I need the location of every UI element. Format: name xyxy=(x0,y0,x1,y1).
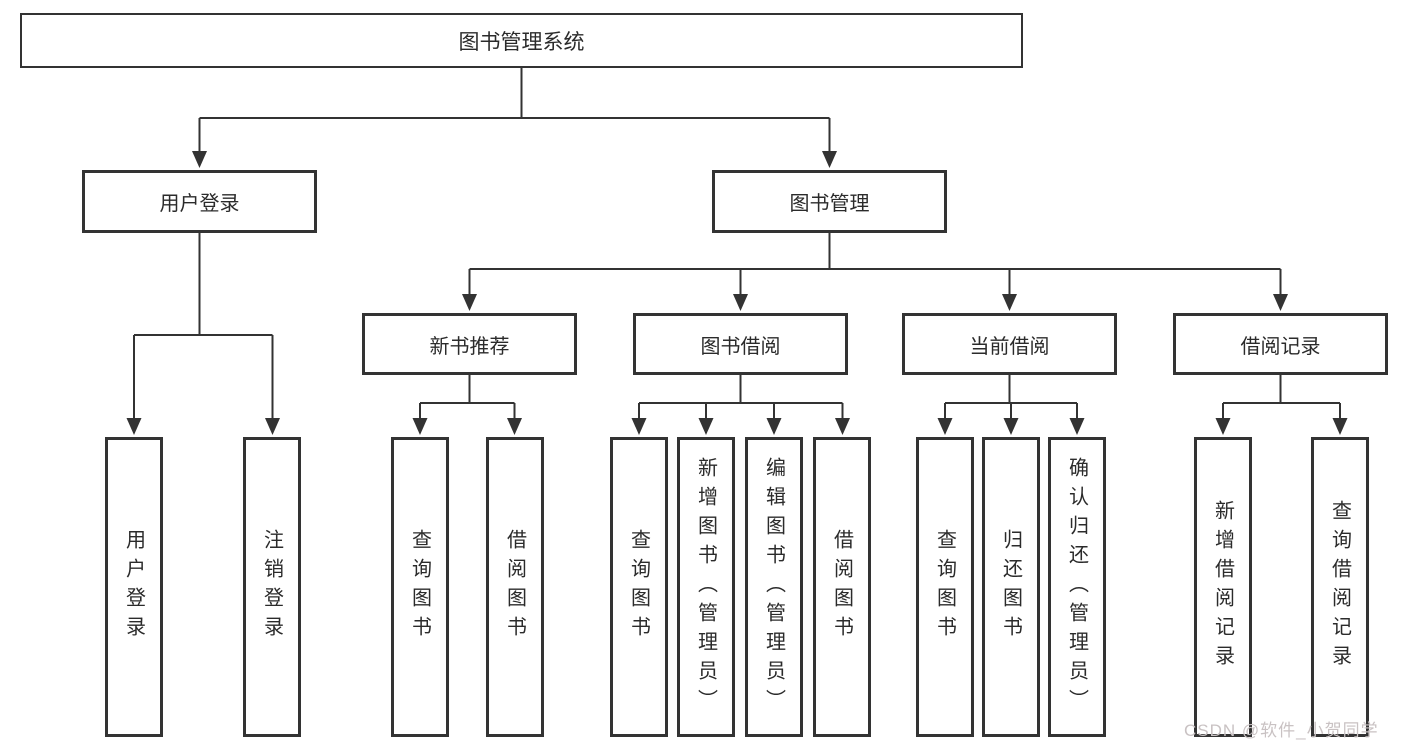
node-book-borrow: 图书借阅 xyxy=(633,313,848,375)
leaf-query-borrow-record: 查询借阅记录 xyxy=(1311,437,1369,737)
node-current-borrow: 当前借阅 xyxy=(902,313,1117,375)
leaf-borrow-book: 借阅图书 xyxy=(813,437,871,737)
connector-user-login-branch xyxy=(126,233,280,435)
connector-book-mgmt-branch xyxy=(462,233,1288,311)
connector-current-borrow-branch xyxy=(937,375,1085,435)
leaf-confirm-return-admin: 确认归还（管理员） xyxy=(1048,437,1106,737)
leaf-add-borrow-record: 新增借阅记录 xyxy=(1194,437,1252,737)
connector-root-branch xyxy=(192,68,837,168)
node-book-management: 图书管理 xyxy=(712,170,947,233)
leaf-logout: 注销登录 xyxy=(243,437,301,737)
leaf-user-login: 用户登录 xyxy=(105,437,163,737)
node-new-book-recommend: 新书推荐 xyxy=(362,313,577,375)
connector-new-book-branch xyxy=(412,375,522,435)
node-borrow-record: 借阅记录 xyxy=(1173,313,1388,375)
leaf-add-book-admin: 新增图书（管理员） xyxy=(677,437,735,737)
leaf-borrow-query: 查询图书 xyxy=(610,437,668,737)
connector-borrow-record-branch xyxy=(1215,375,1348,435)
csdn-watermark: CSDN @软件_小贺同学 xyxy=(1184,721,1379,740)
leaf-new-book-query: 查询图书 xyxy=(391,437,449,737)
leaf-current-query: 查询图书 xyxy=(916,437,974,737)
leaf-return-book: 归还图书 xyxy=(982,437,1040,737)
node-user-login: 用户登录 xyxy=(82,170,317,233)
leaf-edit-book-admin: 编辑图书（管理员） xyxy=(745,437,803,737)
connector-book-borrow-branch xyxy=(631,375,850,435)
node-root-system: 图书管理系统 xyxy=(20,13,1023,68)
leaf-new-book-borrow: 借阅图书 xyxy=(486,437,544,737)
